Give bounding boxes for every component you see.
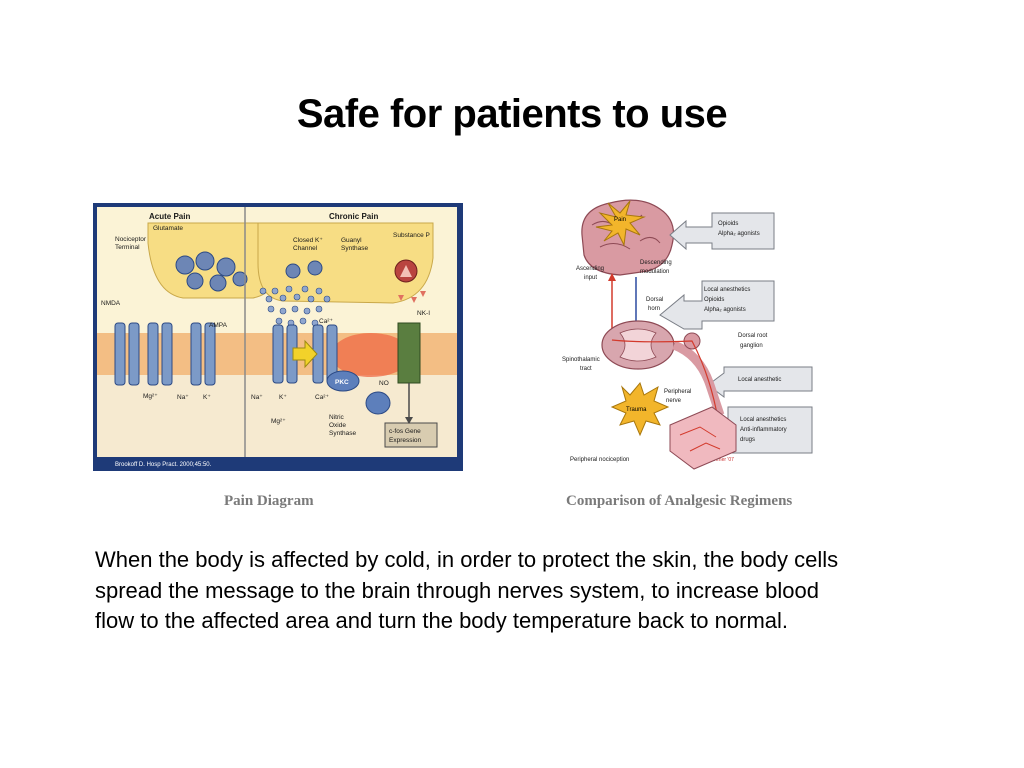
svg-text:Mg²⁺: Mg²⁺: [271, 418, 286, 425]
svg-text:Channel: Channel: [293, 245, 318, 252]
svg-text:NO: NO: [379, 380, 389, 387]
skin-tissue: [669, 406, 737, 470]
chronic-terminal: [257, 222, 434, 304]
svg-text:Guanyl: Guanyl: [341, 237, 362, 244]
svg-text:Closed K⁺: Closed K⁺: [293, 237, 323, 244]
svg-text:Glutamate: Glutamate: [153, 225, 183, 232]
svg-text:Peripheral nociception: Peripheral nociception: [570, 457, 629, 463]
svg-text:K⁺: K⁺: [279, 394, 287, 401]
svg-text:modulation: modulation: [640, 269, 669, 275]
svg-text:Alpha₂ agonists: Alpha₂ agonists: [718, 231, 760, 237]
slide-body-text: When the body is affected by cold, in or…: [95, 547, 839, 633]
vesicles: [175, 251, 323, 292]
ca-arrow: [292, 339, 318, 369]
svg-text:Descending: Descending: [640, 260, 672, 266]
pkc: [326, 370, 360, 392]
caption-analgesic-regimens: Comparison of Analgesic Regimens: [566, 493, 793, 509]
svg-text:K⁺: K⁺: [203, 394, 211, 401]
label-acute-pain: Acute Pain: [149, 212, 190, 221]
svg-text:Ca²⁺: Ca²⁺: [319, 318, 333, 325]
svg-text:Terminal: Terminal: [115, 244, 140, 251]
svg-text:Synthase: Synthase: [341, 245, 368, 252]
label-trauma: Trauma: [626, 407, 647, 413]
released-glutamate: [259, 285, 331, 327]
slide-title: Safe for patients to use: [296, 92, 728, 136]
svg-text:Na⁺: Na⁺: [251, 394, 263, 401]
svg-text:PKC: PKC: [335, 379, 349, 386]
svg-text:Alpha₂ agonists: Alpha₂ agonists: [704, 307, 746, 313]
svg-text:Oxide: Oxide: [329, 422, 346, 429]
svg-text:Synthase: Synthase: [329, 430, 356, 437]
svg-text:Spinothalamic: Spinothalamic: [562, 357, 600, 363]
trauma-burst: [610, 381, 670, 437]
label-pain: Pain: [614, 217, 626, 223]
svg-text:Na⁺: Na⁺: [177, 394, 189, 401]
svg-text:Peripheral: Peripheral: [664, 389, 691, 395]
svg-text:Ca²⁺: Ca²⁺: [315, 394, 329, 401]
svg-text:c-fos Gene: c-fos Gene: [389, 428, 421, 435]
figure-citation: Brookoff D. Hosp Pract. 2000;45:50.: [115, 462, 212, 468]
svg-text:Dorsal: Dorsal: [646, 297, 663, 303]
svg-text:tract: tract: [580, 366, 592, 372]
pain-diagram-figure: Acute Pain Chronic Pain Glutamate Nocice…: [93, 203, 463, 471]
svg-text:Local anesthetics: Local anesthetics: [704, 287, 750, 293]
svg-text:AMPA: AMPA: [209, 322, 228, 329]
svg-text:nerve: nerve: [666, 398, 682, 404]
regimen-boxes: [659, 212, 813, 454]
label-chronic-pain: Chronic Pain: [329, 212, 378, 221]
analgesic-regimens-figure: Pain Opioids Alpha₂ agonists Local anest…: [560, 195, 822, 470]
svg-text:input: input: [584, 275, 597, 281]
svg-text:© D.Kmer '07: © D.Kmer '07: [704, 456, 734, 463]
svg-text:Substance P: Substance P: [393, 232, 430, 239]
svg-text:Nociceptor: Nociceptor: [115, 236, 147, 243]
svg-text:horn: horn: [648, 306, 660, 312]
svg-text:Ascending: Ascending: [576, 266, 604, 272]
svg-text:Opioids: Opioids: [704, 297, 724, 303]
caption-pain-diagram: Pain Diagram: [224, 493, 314, 509]
svg-text:Opioids: Opioids: [718, 221, 738, 227]
ion-channels: [114, 322, 338, 386]
pain-burst: [595, 200, 646, 247]
svg-text:Dorsal root: Dorsal root: [738, 333, 768, 339]
svg-text:Mg²⁺: Mg²⁺: [143, 393, 158, 400]
svg-text:ganglion: ganglion: [740, 343, 763, 349]
svg-text:NMDA: NMDA: [101, 300, 121, 307]
depolarization-glow: [331, 333, 411, 377]
svg-text:Anti-inflammatory: Anti-inflammatory: [740, 427, 787, 433]
nos: [365, 391, 391, 415]
substance-p-triangles: [398, 291, 426, 303]
nk1-receptor: [397, 322, 421, 384]
svg-text:NK-I: NK-I: [417, 310, 430, 317]
peripheral-nerve: [672, 340, 725, 417]
svg-text:drugs: drugs: [740, 437, 755, 443]
cfos-box: [384, 422, 438, 448]
svg-text:Local anesthetic: Local anesthetic: [738, 377, 781, 383]
svg-text:Local anesthetics: Local anesthetics: [740, 417, 786, 423]
svg-text:Expression: Expression: [389, 437, 422, 444]
svg-text:Nitric: Nitric: [329, 414, 345, 421]
brain: [581, 199, 675, 276]
